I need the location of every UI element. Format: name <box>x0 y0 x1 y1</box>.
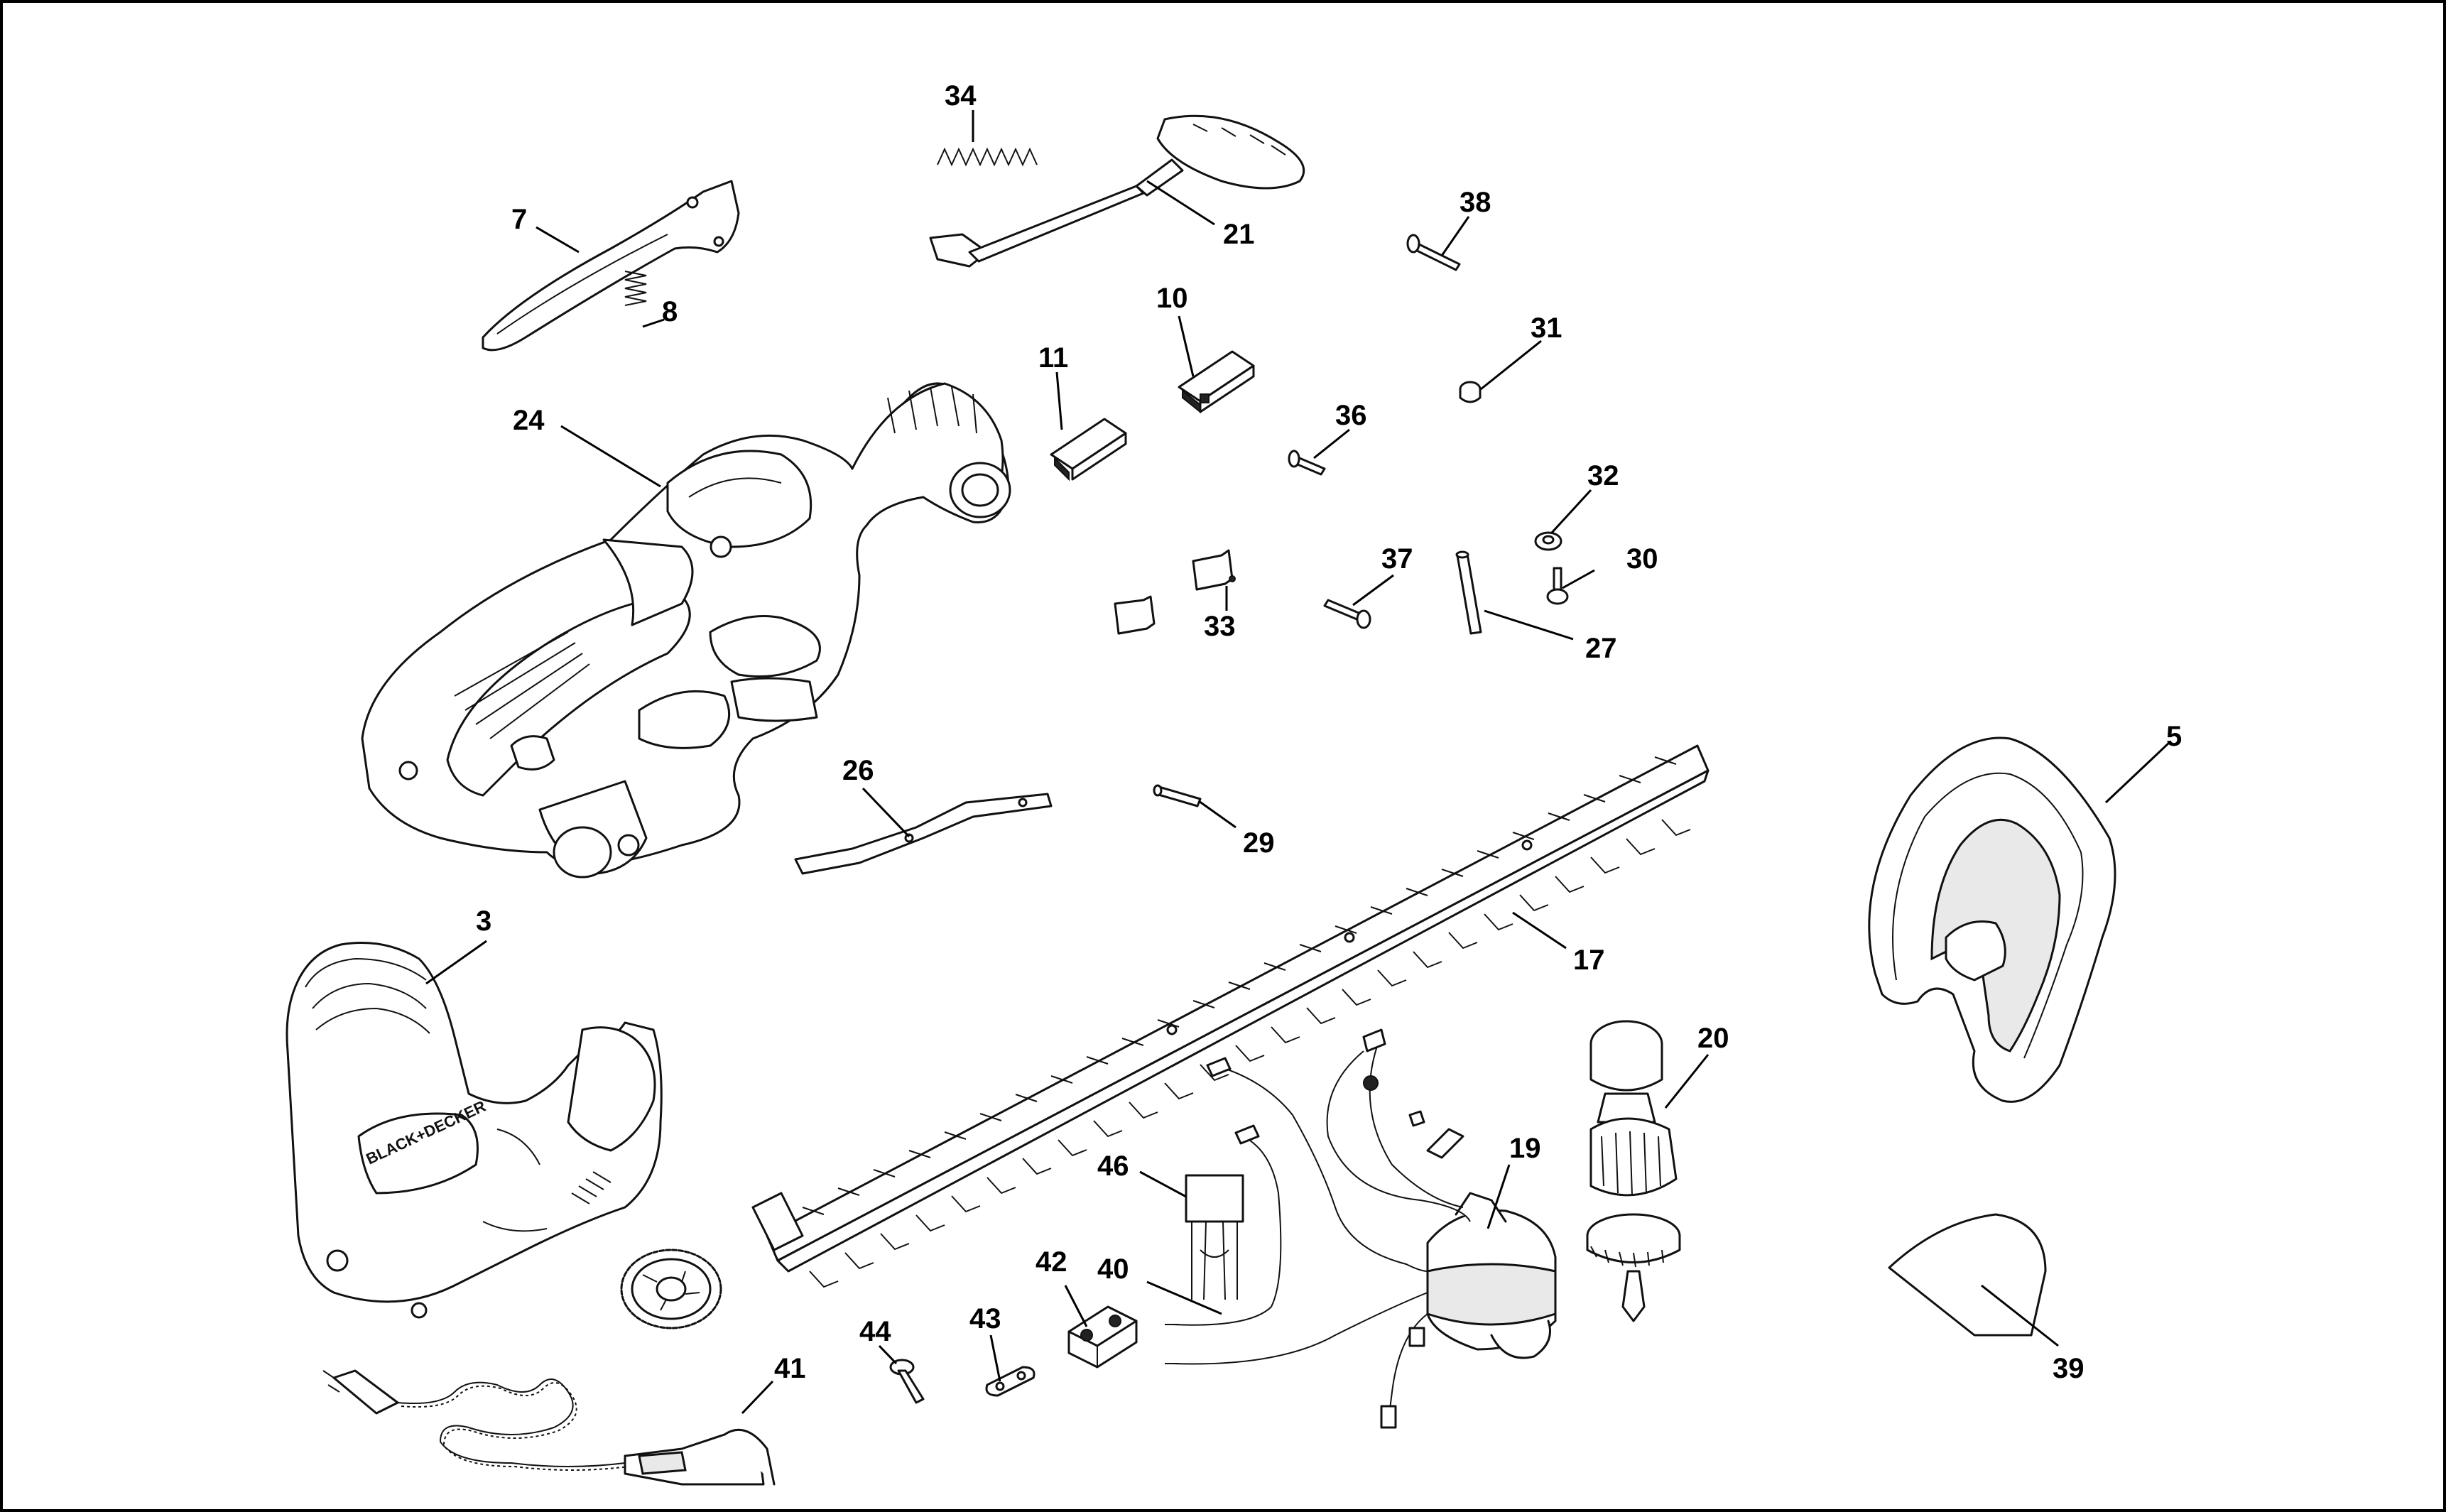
part-19-stator[interactable] <box>1326 1028 1557 1429</box>
callout-43: 43 <box>969 1303 1001 1334</box>
callout-29: 29 <box>1243 827 1275 859</box>
leader-lines <box>425 110 2171 1415</box>
part-46-capacitor[interactable] <box>1185 1174 1244 1300</box>
part-17-blade-assembly[interactable] <box>751 744 1710 1288</box>
callout-30: 30 <box>1626 543 1658 575</box>
part-21-switch-lever[interactable] <box>929 114 1305 268</box>
part-20-armature[interactable] <box>1586 1020 1681 1322</box>
part-3-motor-housing[interactable]: BLACK+DECKER <box>286 942 663 1319</box>
callout-7: 7 <box>511 204 527 235</box>
callout-8: 8 <box>662 296 678 327</box>
callout-46: 46 <box>1097 1151 1129 1182</box>
callout-20: 20 <box>1697 1023 1729 1054</box>
callout-42: 42 <box>1036 1246 1067 1278</box>
part-33-carbon-brushes[interactable] <box>1114 549 1236 635</box>
callout-36: 36 <box>1335 400 1367 431</box>
part-41-power-cord[interactable] <box>322 1369 776 1486</box>
part-44-screw[interactable] <box>889 1359 925 1404</box>
part-40-wires[interactable] <box>1165 1057 1428 1365</box>
part-29-pin[interactable] <box>1153 784 1202 807</box>
callout-41: 41 <box>774 1353 806 1384</box>
part-24-main-housing[interactable] <box>361 382 1011 879</box>
callout-labels: 34 21 38 7 8 10 31 11 24 36 32 37 30 33 … <box>476 80 2182 1384</box>
callout-24: 24 <box>513 405 545 436</box>
callout-38: 38 <box>1460 187 1491 218</box>
callout-37: 37 <box>1381 543 1413 575</box>
callout-26: 26 <box>842 755 874 786</box>
part-10-micro-switch[interactable] <box>1178 350 1255 414</box>
part-38-pin[interactable] <box>1406 234 1461 271</box>
callout-3: 3 <box>476 905 491 937</box>
part-37-screw[interactable] <box>1323 599 1371 629</box>
part-34-spring[interactable] <box>937 147 1038 167</box>
callout-11: 11 <box>1038 342 1068 374</box>
part-8-spring[interactable] <box>624 271 647 306</box>
part-7-lever[interactable] <box>482 180 740 352</box>
callout-19: 19 <box>1509 1133 1541 1164</box>
part-11-micro-switch[interactable] <box>1050 418 1127 482</box>
part-32-washer[interactable] <box>1534 531 1562 551</box>
callout-44: 44 <box>859 1316 891 1347</box>
callout-27: 27 <box>1585 633 1617 664</box>
callout-17: 17 <box>1573 945 1605 976</box>
callout-31: 31 <box>1531 312 1562 344</box>
callout-21: 21 <box>1223 219 1255 250</box>
callout-39: 39 <box>2053 1353 2084 1384</box>
callout-40: 40 <box>1097 1253 1129 1285</box>
part-42-terminal-block[interactable] <box>1067 1305 1138 1369</box>
callout-5: 5 <box>2166 721 2182 752</box>
part-31-nut[interactable] <box>1459 381 1482 403</box>
callout-10: 10 <box>1156 283 1188 314</box>
callout-34: 34 <box>945 80 977 112</box>
part-17-gear[interactable] <box>620 1249 722 1329</box>
part-36-screw[interactable] <box>1288 450 1326 476</box>
part-43-clamp[interactable] <box>985 1366 1036 1397</box>
part-30-screw[interactable] <box>1546 567 1569 605</box>
part-5-front-guard[interactable] <box>1868 736 2116 1103</box>
part-26-plate[interactable] <box>794 793 1053 875</box>
part-27-pin[interactable] <box>1455 550 1482 635</box>
callout-32: 32 <box>1587 460 1619 491</box>
callout-33: 33 <box>1204 611 1236 642</box>
